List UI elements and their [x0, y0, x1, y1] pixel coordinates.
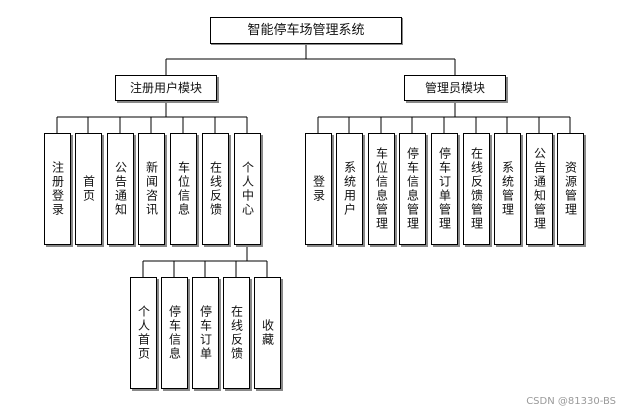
- node-personal-center: 个人中心: [234, 133, 261, 245]
- node-resource-management: 资源管理: [557, 133, 584, 245]
- node-label: 公告通知: [113, 161, 128, 217]
- module-label: 管理员模块: [424, 81, 485, 95]
- node-label: 停车订单管理: [437, 147, 452, 231]
- node-label: 在线反馈管理: [469, 147, 484, 231]
- node-label: 资源管理: [563, 161, 578, 217]
- node-label: 车位信息: [176, 161, 191, 217]
- node-space-info-management: 车位信息管理: [368, 133, 395, 245]
- node-label: 系统用户: [342, 161, 357, 217]
- node-label: 停车信息管理: [405, 147, 420, 231]
- node-label: 收藏: [260, 319, 275, 347]
- node-label: 个人首页: [136, 305, 151, 361]
- node-label: 公告通知管理: [532, 147, 547, 231]
- node-label: 个人中心: [240, 161, 255, 217]
- node-label: 登录: [311, 175, 326, 203]
- node-label: 停车信息: [167, 305, 182, 361]
- node-parking-order-management: 停车订单管理: [431, 133, 458, 245]
- node-label: 首页: [81, 175, 96, 203]
- node-parking-order: 停车订单: [192, 277, 219, 389]
- node-label: 在线反馈: [208, 161, 223, 217]
- node-admin-login: 登录: [305, 133, 332, 245]
- watermark-text: CSDN @81330-BS: [526, 396, 616, 407]
- node-home: 首页: [75, 133, 102, 245]
- node-online-feedback: 在线反馈: [202, 133, 229, 245]
- node-system-management: 系统管理: [494, 133, 521, 245]
- node-label: 注册登录: [50, 161, 65, 217]
- node-announcement-management: 公告通知管理: [526, 133, 553, 245]
- node-feedback-management: 在线反馈管理: [463, 133, 490, 245]
- module-label: 注册用户模块: [129, 81, 202, 95]
- node-feedback: 在线反馈: [223, 277, 250, 389]
- node-parking-space-info: 车位信息: [170, 133, 197, 245]
- node-announcement: 公告通知: [107, 133, 134, 245]
- node-news: 新闻咨讯: [138, 133, 165, 245]
- root-label: 智能停车场管理系统: [247, 23, 365, 38]
- module-admin: 管理员模块: [404, 75, 506, 101]
- node-label: 新闻咨讯: [144, 161, 159, 217]
- node-system-users: 系统用户: [336, 133, 363, 245]
- node-parking-info-management: 停车信息管理: [399, 133, 426, 245]
- node-register-login: 注册登录: [44, 133, 71, 245]
- node-personal-home: 个人首页: [130, 277, 157, 389]
- node-favorites: 收藏: [254, 277, 281, 389]
- node-parking-info: 停车信息: [161, 277, 188, 389]
- node-label: 在线反馈: [229, 305, 244, 361]
- module-registered-user: 注册用户模块: [115, 75, 217, 101]
- root-node: 智能停车场管理系统: [210, 17, 402, 44]
- node-label: 车位信息管理: [374, 147, 389, 231]
- node-label: 停车订单: [198, 305, 213, 361]
- node-label: 系统管理: [500, 161, 515, 217]
